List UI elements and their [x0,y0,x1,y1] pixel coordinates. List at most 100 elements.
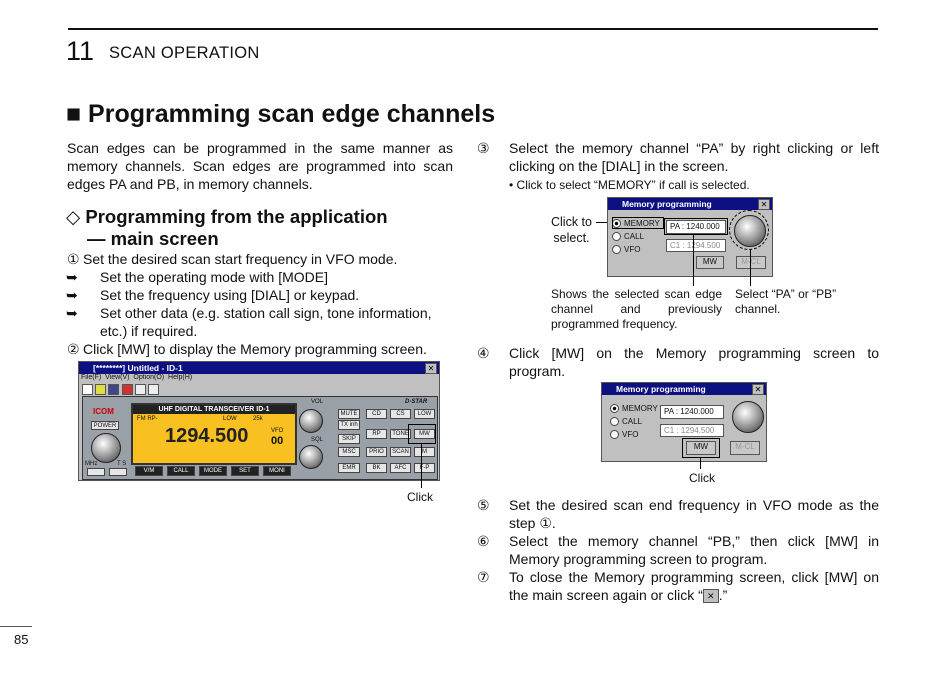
channel-field[interactable]: PA : 1240.000 [660,405,724,419]
mw-button[interactable]: MW [414,429,435,439]
arrow-icon: ➥ [66,269,78,285]
low-button[interactable]: LOW [414,409,435,419]
bk-button[interactable]: BK [366,463,387,473]
mute-button[interactable]: MUTE [338,409,360,419]
fp-button[interactable]: F-P [414,463,435,473]
menu-view[interactable]: View(V) [105,374,130,381]
lcd-low: LOW [223,416,237,422]
memory-highlight [612,217,664,229]
close-icon[interactable]: ✕ [758,199,770,210]
app-toolbar [82,384,182,395]
rp-button[interactable]: RP [366,429,387,439]
lcd-step: 25k [253,416,263,422]
shows-leader-line [693,234,694,286]
radio-icon[interactable] [121,384,133,395]
lcd-display: UHF DIGITAL TRANSCEIVER ID-1 FM RP- LOW … [131,403,297,465]
mw-highlight [682,438,720,458]
lcd-mode: FM RP- [137,416,158,422]
sql-label: SQL [311,437,324,443]
power-button[interactable]: POWER [91,421,119,430]
sql-knob[interactable] [299,445,323,469]
radio-vfo[interactable]: VFO [610,430,638,440]
arrow-icon: ➥ [66,305,78,321]
radio-call[interactable]: CALL [612,232,644,242]
new-file-icon[interactable] [82,384,93,395]
step-1-sub-2: ➥Set the frequency using [DIAL] or keypa… [66,287,360,303]
menu-option[interactable]: Option(O) [133,374,165,381]
call-button[interactable]: CALL [167,466,195,476]
subsection-title-line1: ◇ Programming from the application [66,206,388,227]
zoom-icon[interactable] [148,384,160,395]
menu-file[interactable]: File(F) [81,374,102,381]
top-rule [68,28,878,30]
ts-button[interactable] [109,468,127,476]
step-3-note: • Click to select “MEMORY” if call is se… [509,178,750,192]
mhz-button[interactable] [87,468,105,476]
chapter-title: SCAN OPERATION [109,44,260,62]
afc-button[interactable]: AFC [390,463,411,473]
main-dial[interactable] [91,433,121,463]
moni-button[interactable]: MONI [263,466,291,476]
tone-button[interactable]: TONE [390,429,411,439]
vol-knob[interactable] [299,409,323,433]
intro-paragraph: Scan edges can be programmed in the same… [67,140,453,192]
mw-button[interactable]: MW [686,441,716,455]
subsection-title: ◇ Programming from the application — mai… [66,206,388,250]
close-icon[interactable]: ✕ [425,363,437,374]
mhz-label: MHz [85,461,98,467]
channel-field[interactable]: PA : 1240.000 [666,220,726,234]
tx-inhibit-button[interactable]: TX inh [338,420,360,430]
app-menubar: File(F) View(V) Option(O) Help(H) [81,374,192,381]
close-icon[interactable]: ✕ [752,384,764,395]
dial-highlight [729,210,769,250]
select-pa-pb-caption: Select “PA” or “PB” channel. [735,287,837,316]
radio-call[interactable]: CALL [610,417,642,427]
radio-vfo[interactable]: VFO [612,245,640,255]
set-button[interactable]: SET [231,466,259,476]
memory-window-1: Memory programming✕ MEMORY CALL VFO PA :… [607,197,773,277]
cs-button[interactable]: CS [390,409,411,419]
scan-button[interactable]: SCAN [390,447,411,457]
step-1-sub-3: ➥Set other data (e.g. station call sign,… [66,305,432,339]
radio-memory[interactable]: MEMORY [610,404,658,414]
cd-button[interactable]: CD [366,409,387,419]
app-window: [********] Untitled - ID-1 ✕ File(F) Vie… [78,361,440,481]
vm-button[interactable]: V/M [135,466,163,476]
frequency-field: C1 : 1294.500 [660,424,724,437]
mw-button[interactable]: MW [696,256,724,269]
step-1-sub-1: ➥Set the operating mode with [MODE] [66,269,328,285]
menu-help[interactable]: Help(H) [168,374,193,381]
vol-label: VOL [311,399,324,405]
mode-button[interactable]: MODE [199,466,227,476]
m-button[interactable]: M [414,447,435,457]
open-folder-icon[interactable] [95,384,107,395]
prio-button[interactable]: PRIO [366,447,387,457]
arrow-icon: ➥ [66,287,78,303]
icom-logo: ICOM [93,407,114,416]
lcd-vfo: VFO [271,428,284,434]
msc-button[interactable]: MSC [338,447,360,457]
lcd-frequency: 1294.500 [165,425,249,447]
memory-dial[interactable] [732,401,764,433]
save-icon[interactable] [108,384,120,395]
mcl-button[interactable]: M-CL [736,256,766,269]
mw-highlight [408,424,436,444]
emr-button[interactable]: EMR [338,463,360,473]
close-icon: ✕ [702,589,719,604]
click-leader-line-2 [700,457,701,469]
click-leader-line [421,443,422,488]
list-icon[interactable] [134,384,146,395]
subsection-title-line2: — main screen [87,228,219,249]
mcl-button[interactable]: M-CL [730,441,760,455]
skip-button[interactable]: SKIP [338,434,360,444]
select-leader-line [750,249,751,286]
frequency-field: C1 : 1294.500 [666,239,726,252]
